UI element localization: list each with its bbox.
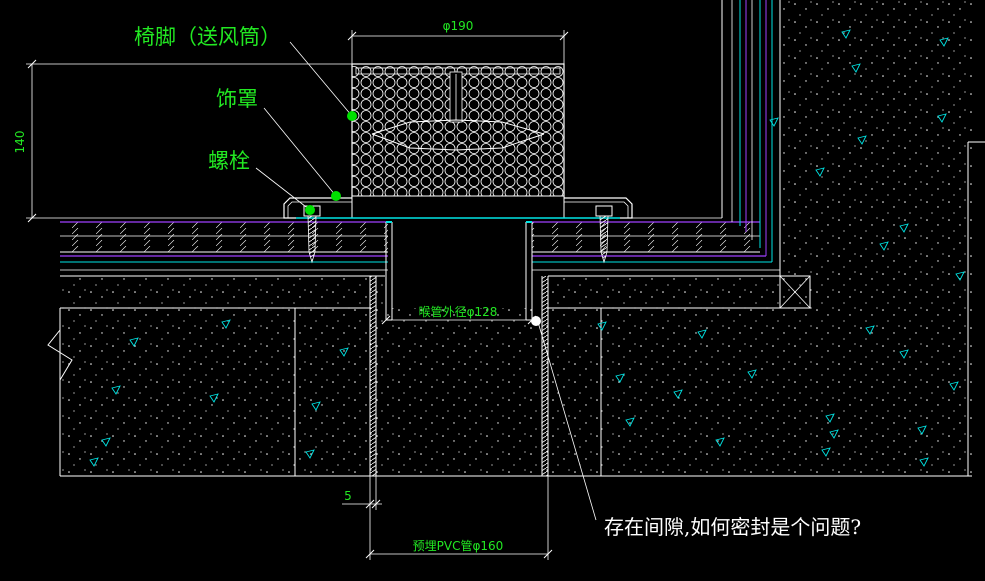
marker-gap <box>531 316 541 326</box>
leader-lines <box>255 41 597 521</box>
marker-seat-leg <box>347 111 357 121</box>
screed-layer <box>60 275 780 308</box>
right-wall-layers <box>388 0 985 476</box>
marker-cover <box>331 191 341 201</box>
dim-top-width-label: φ190 <box>443 19 474 33</box>
label-cover: 饰罩 <box>216 87 258 111</box>
dimension-height <box>26 59 352 223</box>
dim-height-label: 140 <box>13 131 27 154</box>
dim-gap-label: 5 <box>344 489 352 503</box>
dimension-top-width <box>347 30 569 64</box>
aggregate-marks <box>89 29 965 467</box>
decorative-cover <box>283 197 633 219</box>
marker-bolt <box>305 205 315 215</box>
floor-finish-layers <box>60 221 780 271</box>
pvc-pipe <box>369 276 549 476</box>
dimension-gap <box>342 476 382 510</box>
label-seat-leg: 椅脚（送风筒） <box>134 25 281 49</box>
dimension-pvc <box>365 476 553 560</box>
concrete-slab <box>47 307 972 477</box>
bolt-right <box>595 205 613 264</box>
throat-tube <box>385 221 533 321</box>
dim-pvc-label: 预埋PVC管φ160 <box>413 538 504 553</box>
dim-throat-label: 喉管外径φ128 <box>419 304 498 319</box>
note-gap-sealing: 存在间隙,如何密封是个问题? <box>604 515 861 539</box>
seat-leg-grille <box>351 63 565 219</box>
label-bolt: 螺栓 <box>208 149 250 173</box>
